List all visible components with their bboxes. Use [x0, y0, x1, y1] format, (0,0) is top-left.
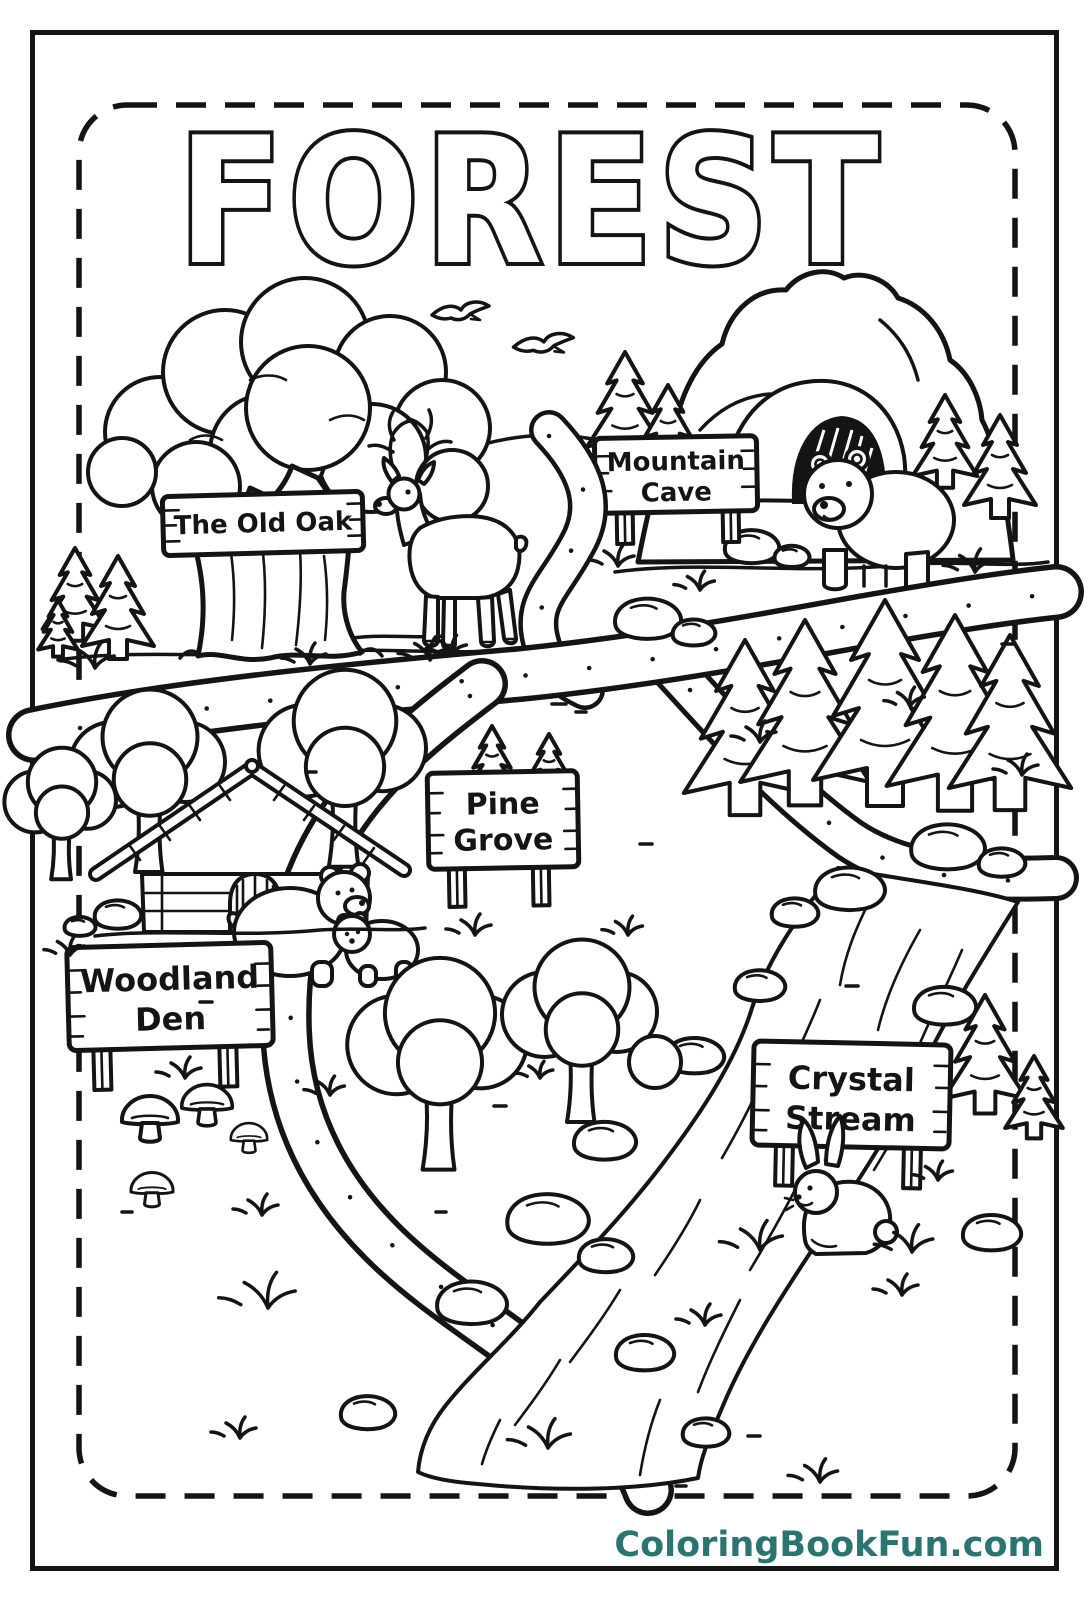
rock	[773, 544, 811, 568]
rabbit	[783, 1114, 899, 1256]
sign-label: Pine	[465, 786, 540, 822]
sign-label: Woodland	[79, 958, 259, 1001]
left-pines	[37, 546, 156, 661]
pine-grove-sign: Pine Grove	[424, 724, 582, 909]
woodland-den-sign: Woodland Den	[64, 940, 276, 1093]
bear	[802, 446, 956, 594]
rock	[63, 916, 97, 937]
bird-icon	[430, 300, 491, 322]
watermark-background	[652, 1516, 1052, 1564]
rock	[733, 968, 787, 1003]
sign-label: Cave	[640, 477, 712, 508]
rock	[813, 865, 887, 912]
grass-tuft	[219, 1272, 296, 1308]
bush	[627, 1034, 683, 1090]
sign-label: The Old Oak	[173, 507, 353, 542]
sign-label: Crystal	[787, 1059, 915, 1100]
mushroom	[119, 1094, 181, 1144]
old-oak-sign: The Old Oak	[159, 489, 367, 558]
rock	[961, 1213, 1023, 1252]
bush-tree	[502, 940, 657, 1123]
rock	[572, 1120, 638, 1162]
sign-label: Mountain	[606, 446, 745, 478]
grass-tuft	[231, 1192, 280, 1217]
grass-tuft	[600, 914, 644, 937]
mushrooms	[119, 1082, 269, 1209]
rock	[507, 1194, 588, 1244]
rock	[681, 1417, 731, 1448]
grass-tuft	[209, 1415, 258, 1440]
den-ground-line	[93, 926, 427, 938]
meadow-trees	[347, 940, 683, 1170]
rock	[912, 985, 978, 1027]
mushroom	[179, 1082, 235, 1128]
bush-tree	[347, 958, 527, 1170]
mushroom	[229, 1121, 269, 1155]
sign-label: Grove	[453, 822, 554, 859]
mountain-cave-sign: Mountain Cave	[591, 433, 761, 547]
bird-icon	[511, 331, 576, 355]
deer	[367, 408, 529, 651]
rock	[977, 847, 1027, 878]
watermark: ColoringBookFun.com	[614, 1516, 1052, 1565]
rock	[93, 899, 143, 930]
rock	[577, 1237, 635, 1274]
mushroom	[129, 1171, 175, 1209]
rock	[909, 822, 987, 872]
rock	[435, 1279, 509, 1326]
watermark-text: ColoringBookFun.com	[614, 1525, 1044, 1565]
rock	[339, 1394, 397, 1431]
sign-label: Den	[135, 999, 207, 1039]
grass-tuft	[154, 1055, 203, 1080]
rock	[770, 897, 820, 928]
grass-tuft	[444, 912, 493, 937]
grass-tuft	[786, 1456, 840, 1484]
page-title: FOREST	[178, 101, 884, 304]
grass-tuft	[871, 1272, 920, 1297]
grass-tuft	[672, 569, 716, 592]
flying-birds	[430, 300, 576, 355]
rock	[671, 618, 717, 647]
ground-dashes	[120, 642, 1016, 1488]
rock	[614, 1333, 676, 1372]
